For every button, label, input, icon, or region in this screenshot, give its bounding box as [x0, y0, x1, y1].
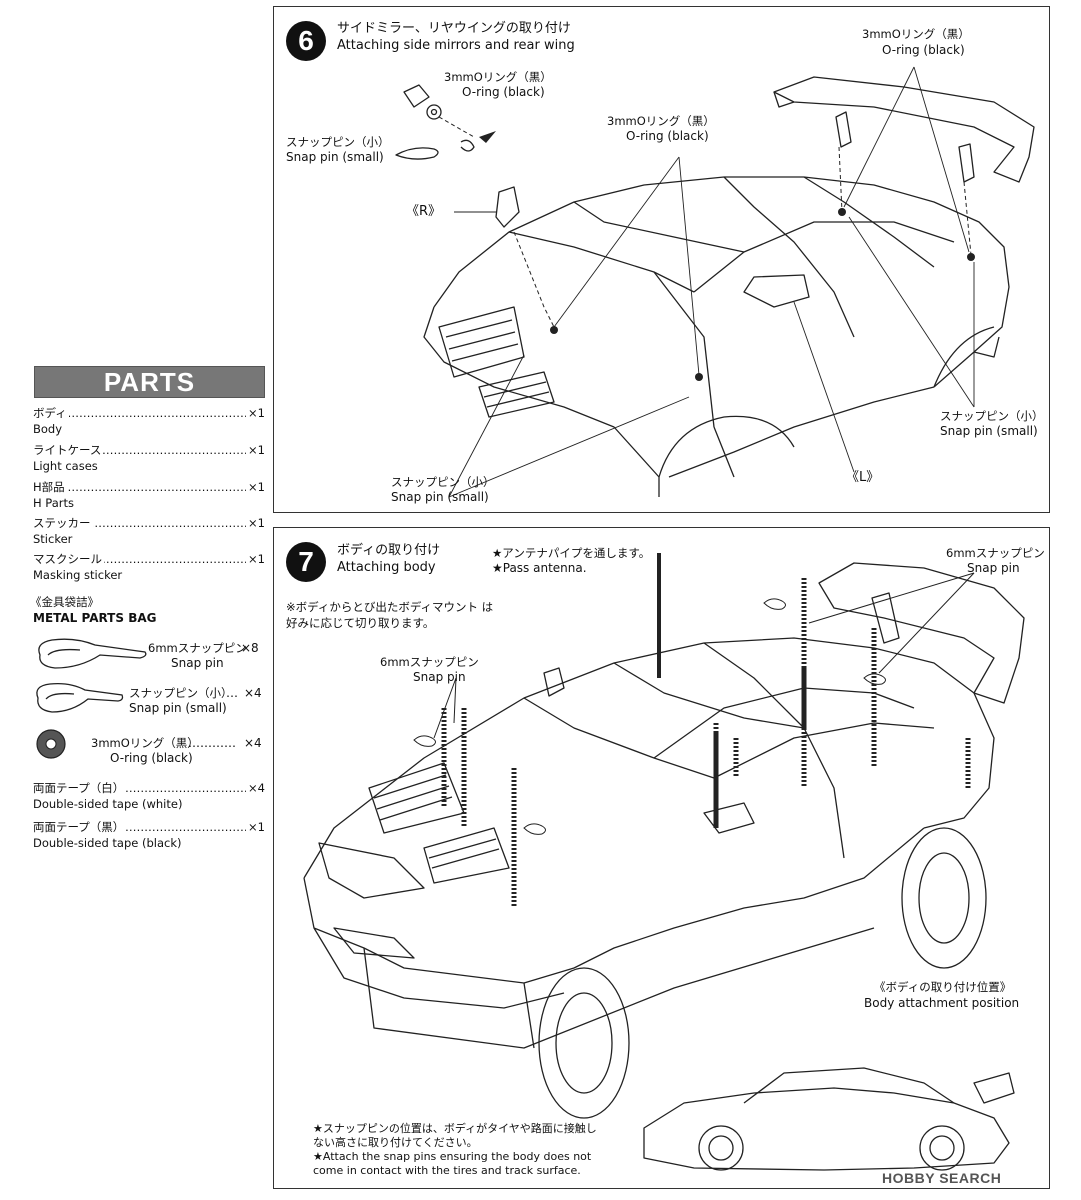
parts-item-jp: ステッカー: [33, 516, 93, 530]
parts-item-sticker: ……………………………………………………………… ステッカー ×1 Sticke…: [33, 514, 265, 546]
parts-item-qty: ×1: [246, 441, 265, 459]
snap-pin-6mm-icon: [38, 638, 147, 669]
snap-small-label-en-2: Snap pin (small): [391, 490, 489, 504]
metal-item-en: Double-sided tape (black): [33, 836, 182, 850]
oring-label-en-2: O-ring (black): [626, 129, 709, 143]
parts-item-jp: H部品: [33, 480, 67, 494]
oring-label-jp-3: 3mmOリング（黒）: [862, 27, 970, 41]
parts-item-qty: ×1: [246, 404, 265, 422]
metal-parts-bag-en: METAL PARTS BAG: [33, 611, 157, 625]
step7-number-badge: 7: [286, 542, 326, 582]
metal-item-qty: ×4: [246, 779, 265, 797]
metal-item-snap-small-en: Snap pin (small): [129, 701, 227, 715]
step6-title-en: Attaching side mirrors and rear wing: [337, 38, 575, 53]
metal-item-snap-small-jp: スナップピン（小）: [129, 686, 233, 700]
step7-title-jp: ボディの取り付け: [337, 543, 441, 558]
oring-label-jp-2: 3mmOリング（黒）: [607, 114, 715, 128]
metal-item-snap6-en: Snap pin: [171, 656, 224, 670]
parts-item-en: Sticker: [33, 532, 73, 546]
antenna-label-en: ★Pass antenna.: [492, 561, 587, 575]
parts-item-h-parts: ……………………………………………………………… H部品 ×1 H Parts: [33, 478, 265, 510]
antenna-label-jp: ★アンテナパイプを通します。: [492, 546, 651, 560]
metal-item-snap6-qty: ×8: [241, 641, 259, 655]
step6-title-jp: サイドミラー、リヤウイングの取り付け: [337, 21, 571, 36]
step7-car-illustration: [303, 553, 1025, 1171]
parts-item-body: ……………………………………………………………… ボディ ×1 Body: [33, 404, 265, 436]
step7-note-jp-line2: 好みに応じて切り取ります。: [286, 616, 435, 630]
parts-item-en: Body: [33, 422, 63, 436]
parts-item-en: H Parts: [33, 496, 74, 510]
parts-item-qty: ×1: [246, 478, 265, 496]
attachment-position-jp: 《ボディの取り付け位置》: [874, 980, 1012, 994]
step7-panel: 7 ボディの取り付け Attaching body ※ボディからとび出たボディマ…: [273, 527, 1050, 1189]
parts-item-qty: ×1: [246, 550, 265, 568]
snap-small-label-jp-3: スナップピン（小）: [940, 409, 1044, 423]
metal-item-oring-jp: 3mmOリング（黒）: [91, 736, 199, 750]
snap-pin-small-icon: [36, 682, 124, 713]
step6-car-illustration: [395, 66, 1035, 498]
metal-item-oring-en: O-ring (black): [110, 751, 193, 765]
snap6-label-jp-left: 6mmスナップピン: [380, 655, 479, 669]
oring-label-jp-1: 3mmOリング（黒）: [444, 70, 552, 84]
metal-item-tape-white: ……………………………………………………………… 両面テープ（白） ×4 Dou…: [33, 779, 265, 811]
step7-note-jp-line1: ※ボディからとび出たボディマウント は: [286, 600, 494, 614]
metal-item-jp: 両面テープ（黒）: [33, 820, 127, 834]
metal-item-snap6-jp: 6mmスナップピン: [148, 641, 247, 655]
metal-item-en: Double-sided tape (white): [33, 797, 183, 811]
parts-item-en: Masking sticker: [33, 568, 123, 582]
parts-item-masking-sticker: ……………………………………………………………… マスクシール ×1 Maski…: [33, 550, 265, 582]
metal-item-snap-small-dots: …: [226, 686, 238, 700]
parts-item-jp: ライトケース: [33, 443, 104, 457]
snap-small-label-en-1: Snap pin (small): [286, 150, 384, 164]
metal-item-qty: ×1: [246, 818, 265, 836]
oring-label-en-1: O-ring (black): [462, 85, 545, 99]
watermark-logo: HOBBY SEARCH: [882, 1170, 1002, 1186]
snap-small-label-jp-1: スナップピン（小）: [286, 135, 390, 149]
attachment-position-en: Body attachment position: [864, 996, 1020, 1010]
metal-item-jp: 両面テープ（白）: [33, 781, 127, 795]
caution-en-line2: come in contact with the tires and track…: [313, 1164, 581, 1177]
parts-heading: PARTS: [34, 366, 265, 398]
snap6-label-en-right: Snap pin: [967, 561, 1020, 575]
step7-title-en: Attaching body: [337, 560, 436, 575]
caution-en-line1: ★Attach the snap pins ensuring the body …: [313, 1150, 592, 1163]
parts-item-light-cases: ……………………………………………………………… ライトケース ×1 Light…: [33, 441, 265, 473]
snap6-label-jp-right: 6mmスナップピン: [946, 546, 1045, 560]
metal-item-tape-black: ……………………………………………………………… 両面テープ（黒） ×1 Dou…: [33, 818, 265, 850]
snap-small-label-jp-2: スナップピン（小）: [391, 475, 495, 489]
parts-item-jp: ボディ: [33, 406, 69, 420]
step6-panel: 6 サイドミラー、リヤウイングの取り付け Attaching side mirr…: [273, 6, 1050, 513]
right-side-marker: 《R》: [406, 204, 442, 219]
parts-item-jp: マスクシール: [33, 552, 104, 566]
caution-jp-line1: ★スナップピンの位置は、ボディがタイヤや路面に接触し: [313, 1122, 597, 1135]
left-side-marker: 《L》: [846, 470, 880, 485]
step6-number-badge: 6: [286, 21, 326, 61]
metal-item-oring-qty: ×4: [244, 736, 262, 750]
caution-jp-line2: ない高さに取り付けてください。: [313, 1136, 478, 1149]
metal-item-oring-dots: …………: [188, 736, 236, 750]
metal-parts-illustrations: [36, 638, 147, 759]
snap-small-label-en-3: Snap pin (small): [940, 424, 1038, 438]
snap6-label-en-left: Snap pin: [413, 670, 466, 684]
metal-parts-bag-jp: 《金具袋詰》: [30, 595, 99, 609]
parts-item-en: Light cases: [33, 459, 98, 473]
oring-label-en-3: O-ring (black): [882, 43, 965, 57]
oring-icon: [36, 729, 66, 759]
parts-item-qty: ×1: [246, 514, 265, 532]
metal-item-snap-small-qty: ×4: [244, 686, 262, 700]
